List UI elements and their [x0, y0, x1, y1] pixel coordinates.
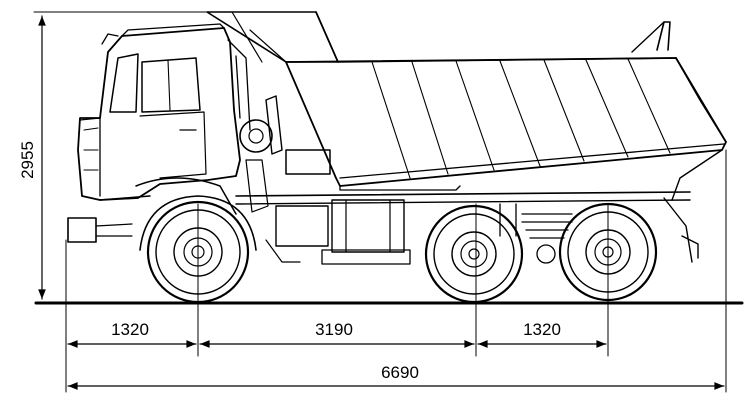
cab: [67, 23, 251, 243]
equipment-block: [245, 95, 411, 265]
segment-dimensions: 1320 3190 1320: [67, 320, 607, 348]
chassis-frame: [235, 191, 699, 264]
wheelbase-front-label: 3190: [315, 320, 353, 339]
overall-length-dimension: 6690: [67, 363, 725, 390]
height-dimension: 2955: [18, 11, 211, 300]
dump-body: [206, 11, 727, 201]
rear-wheel-1: [424, 204, 524, 304]
front-overhang-label: 1320: [111, 320, 149, 339]
overall-length-label: 6690: [381, 363, 419, 382]
overall-height-label: 2955: [18, 141, 37, 179]
wheelbase-rear-label: 1320: [523, 320, 561, 339]
extension-lines: [65, 149, 727, 393]
spare-wheel: [239, 119, 273, 153]
